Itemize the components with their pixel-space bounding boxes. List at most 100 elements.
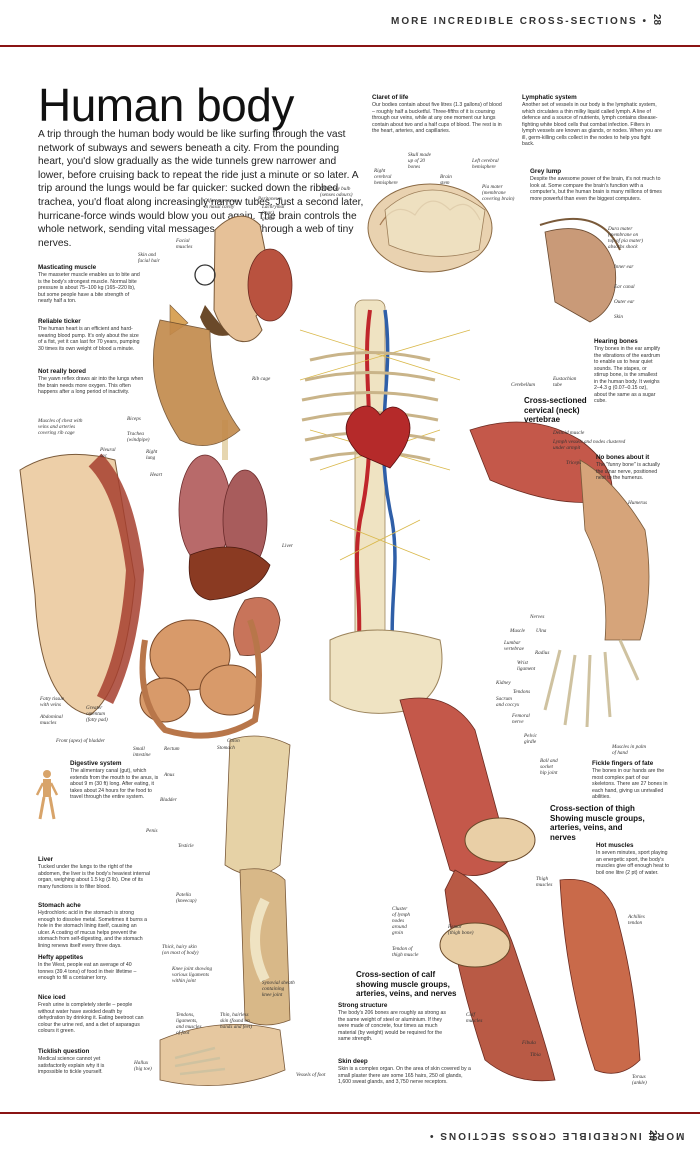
box-text: The body's 206 bones are roughly as stro… <box>338 1010 446 1042</box>
header-rule <box>0 45 700 47</box>
label-ear-canal: Ear canal <box>614 284 635 290</box>
box-text: The alimentary canal (gut), which extend… <box>70 768 159 800</box>
box-heading: Masticating muscle <box>38 264 97 271</box>
label-cerebellum: Cerebellum <box>511 382 536 388</box>
box-nice-iced: Nice iced Fresh urine is completely ster… <box>38 994 146 1035</box>
box-text: Medical science cannot yet satisfactoril… <box>38 1056 105 1075</box>
label-skin-facial: Skin and facial hair <box>138 252 160 264</box>
far-right-leg <box>559 878 641 1074</box>
caption-text: Cross-section of thigh Showing muscle gr… <box>550 804 645 842</box>
label-trachea: Trachea (windpipe) <box>127 431 150 443</box>
label-torsus: Torsus (ankle) <box>632 1074 647 1086</box>
box-heading: Stomach ache <box>38 902 81 909</box>
heart-shape <box>345 405 411 469</box>
label-peritoneum: Peritoneum <box>258 196 283 202</box>
box-text: Skin is a complex organ. On the area of … <box>338 1066 471 1085</box>
foot-bones <box>174 1046 226 1076</box>
box-grey-lump: Grey lump Despite the awesome power of t… <box>530 168 664 202</box>
skull-shape <box>384 189 486 257</box>
caption-text: Cross-sectioned cervical (neck) vertebra… <box>524 396 587 424</box>
label-patella: Patella (kneecap) <box>176 892 197 904</box>
label-deltoid: Deltoid muscle <box>553 430 585 436</box>
label-dura-mater: Dura mater (membrane on top of pia mater… <box>608 226 644 250</box>
label-chest-muscles: Muscles of chest with veins and arteries… <box>38 418 83 436</box>
box-heading: Digestive system <box>70 760 122 767</box>
label-knee-joint: Knee joint showing various ligaments wit… <box>172 966 213 984</box>
label-achilles: Achilles tendon <box>628 914 645 926</box>
box-heading: Lymphatic system <box>522 94 577 101</box>
label-thigh-muscles: Thigh muscles <box>536 876 553 888</box>
liver-shape <box>188 546 271 601</box>
muscle-face <box>247 248 293 322</box>
box-text: Our bodies contain about five litres (1.… <box>372 102 502 134</box>
label-calf-muscles: Calf muscles <box>466 1012 483 1024</box>
box-text: The human heart is an efficient and hard… <box>38 326 140 352</box>
page-number-bottom: 29 <box>646 1129 658 1142</box>
left-arm <box>152 319 241 446</box>
label-olfactory-bulb: Olfactory bulb (senses odours) <box>320 186 353 198</box>
label-eustachian: Eustachian tube <box>553 376 577 388</box>
box-digestive: Digestive system The alimentary canal (g… <box>70 760 160 801</box>
box-heading: Not really bored <box>38 368 86 375</box>
forearm <box>579 459 650 641</box>
label-liver: Liver <box>282 543 293 549</box>
label-muscle: Muscle <box>510 628 525 634</box>
box-hearing-bones: Hearing bones Tiny bones in the ear ampl… <box>594 338 662 405</box>
box-text: In seven minutes, sport playing an energ… <box>596 850 670 876</box>
calf-section <box>439 922 511 968</box>
thigh-section <box>464 817 536 863</box>
label-tibia: Tibia <box>530 1052 541 1058</box>
footer-rule <box>0 1112 700 1114</box>
box-heading: Liver <box>38 856 54 863</box>
label-kidney: Kidney <box>496 680 511 686</box>
label-abdominal: Abdominal muscles <box>40 714 63 726</box>
caption-text: Cross-section of calf showing muscle gro… <box>356 970 457 998</box>
label-tendons: Tendons <box>513 689 531 695</box>
label-pelvic-girdle: Pelvic girdle <box>524 733 537 745</box>
label-right-hemisphere: Right cerebral hemisphere <box>374 168 398 186</box>
label-skull: Skull made up of 20 bones <box>408 152 431 170</box>
label-lachrymal: Lachrymal (tear) gland <box>262 204 285 222</box>
caption-thigh: Cross-section of thigh Showing muscle gr… <box>550 804 650 842</box>
label-heart: Heart <box>150 472 163 478</box>
box-heading: Nice iced <box>38 994 66 1001</box>
label-sacrum: Sacrum and coccyx <box>496 696 520 708</box>
box-heading: Grey lump <box>530 168 562 175</box>
label-biceps: Biceps <box>127 416 141 422</box>
running-foot: MORE INCREDIBLE CROSS SECTIONS • <box>428 1130 685 1141</box>
box-text: The "funny bone" is actually the ulnar n… <box>596 462 660 481</box>
right-lower-leg <box>444 869 556 1082</box>
label-lymph-groin: Cluster of lymph nodes around groin <box>392 906 411 936</box>
label-femoral-nerve: Femoral nerve <box>512 713 530 725</box>
label-ulna: Ulna <box>536 628 547 634</box>
page-title: Human body <box>38 79 294 131</box>
label-lumbar: Lumbar vertebrae <box>504 640 524 652</box>
box-text: Despite the awesome power of the brain, … <box>530 176 662 202</box>
knee-joint <box>250 897 270 983</box>
box-heading: Hefty appetites <box>38 954 84 961</box>
box-heading: No bones about it <box>596 454 650 461</box>
label-vessels-foot: Vessels of foot <box>296 1072 326 1078</box>
label-left-hemisphere: Left cerebral hemisphere <box>472 158 499 170</box>
muscle-fibers <box>88 453 145 705</box>
box-text: Tucked under the lungs to the right of t… <box>38 864 151 890</box>
box-hot-muscles: Hot muscles In seven minutes, sport play… <box>596 842 670 876</box>
box-heading: Claret of life <box>372 94 409 101</box>
box-no-bones: No bones about it The "funny bone" is ac… <box>596 454 668 482</box>
box-text: The bones in our hands are the most comp… <box>592 768 668 800</box>
running-head: MORE INCREDIBLE CROSS-SECTIONS • <box>391 16 648 27</box>
label-fatty-tissue: Fatty tissue with veins <box>40 696 65 708</box>
hand-bones <box>543 639 640 728</box>
box-not-really-bored: Not really bored The yawn reflex draws a… <box>38 368 144 396</box>
label-hallux: Hallux (big toe) <box>134 1060 152 1072</box>
label-rectum: Rectum <box>164 746 180 752</box>
label-synovial: Synovial sheath containing knee joint <box>262 980 295 998</box>
ear-section <box>544 228 617 323</box>
foot <box>159 1024 286 1086</box>
box-stomach-ache: Stomach ache Hydrochloric acid in the st… <box>38 902 150 949</box>
box-text: Tiny bones in the ear amplify the vibrat… <box>594 346 661 404</box>
label-outer-ear: Outer ear <box>614 299 635 305</box>
label-thigh-tendon: Tendon of thigh muscle <box>392 946 419 958</box>
box-fickle-fingers: Fickle fingers of fate The bones in our … <box>592 760 672 801</box>
